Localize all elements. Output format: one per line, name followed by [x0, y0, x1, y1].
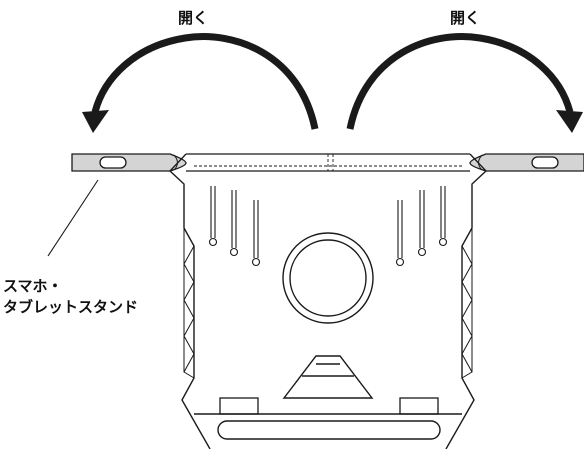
open-label-left: 開く [178, 9, 209, 27]
bottom-feet [219, 397, 439, 415]
bottom-stopper [282, 355, 374, 399]
bottom-slot [194, 413, 462, 440]
open-label-right: 開く [450, 9, 481, 27]
center-hole [282, 232, 374, 324]
callout-line-2: タブレットスタンド [3, 298, 139, 316]
callout-line-1: スマホ・ [3, 277, 63, 295]
curved-arrow-left-icon [82, 33, 319, 133]
left-adjust-slots [208, 186, 261, 267]
callout-leader-line [47, 179, 99, 257]
curved-arrow-right-icon [346, 33, 583, 133]
side-panels [183, 227, 473, 379]
left-arm [71, 153, 187, 172]
right-arm [469, 153, 584, 172]
right-adjust-slots [395, 186, 448, 267]
left-arm-slot [99, 156, 127, 169]
stand-callout-label: スマホ・ タブレットスタンド [3, 276, 138, 318]
right-arm-slot [531, 156, 559, 169]
top-rail [169, 153, 487, 172]
